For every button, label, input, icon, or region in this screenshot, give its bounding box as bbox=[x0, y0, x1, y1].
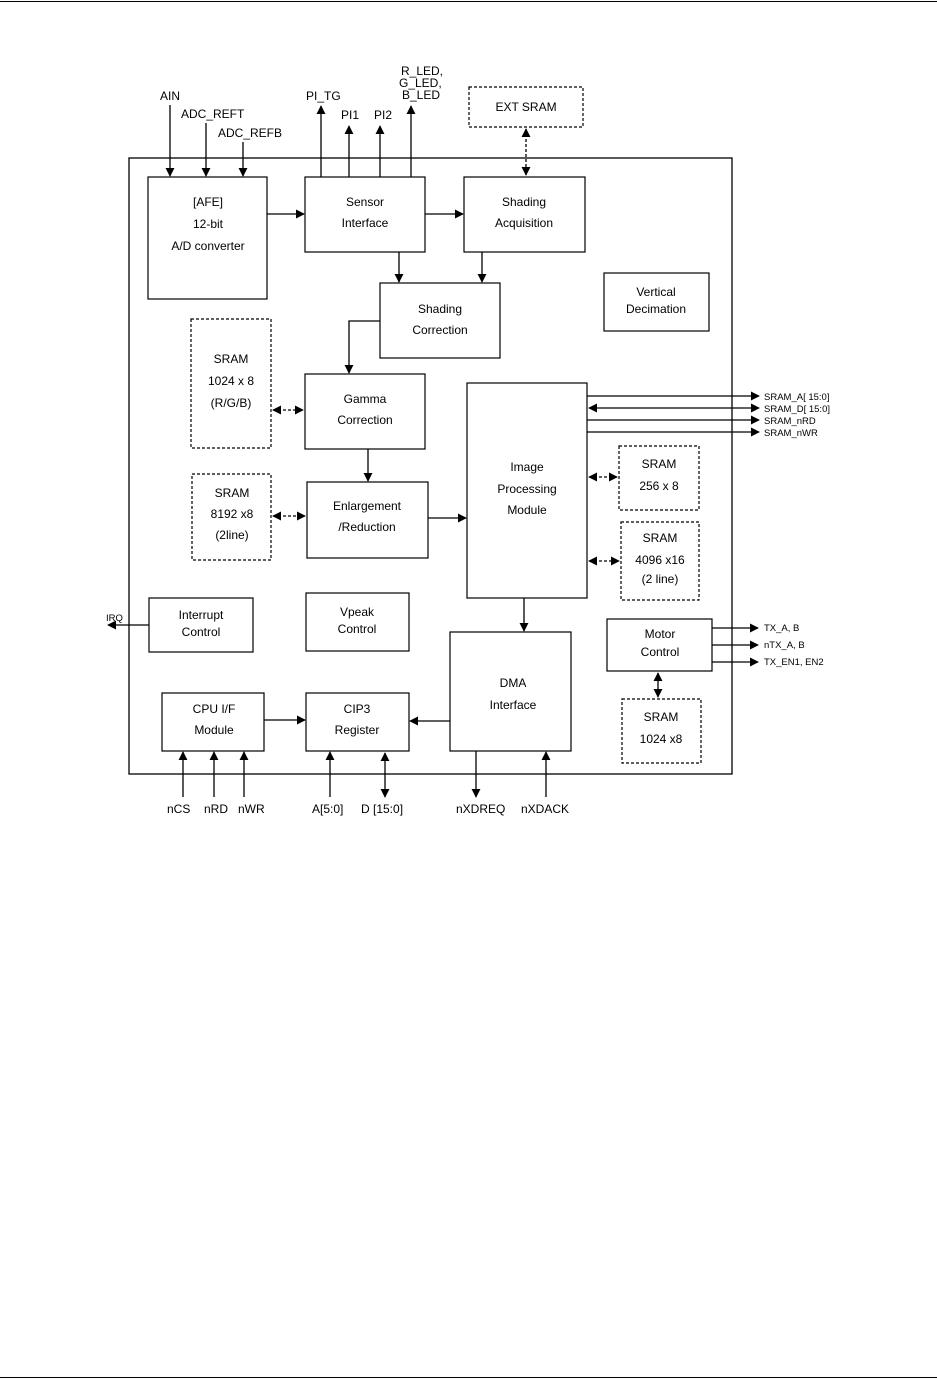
sram-256-block: SRAM 256 x 8 bbox=[618, 445, 700, 511]
shading-correction-block: Shading Correction bbox=[379, 282, 501, 359]
sensor-interface-block: Sensor Interface bbox=[304, 176, 426, 253]
vertical-decimation-block: Vertical Decimation bbox=[603, 272, 710, 332]
motor-control-label-1: Motor bbox=[645, 627, 676, 641]
signal-sram-nrd: SRAM_nRD bbox=[764, 416, 816, 427]
signal-nwr: nWR bbox=[238, 802, 265, 816]
enlargement-block: Enlargement /Reduction bbox=[306, 481, 429, 559]
cip3-register-label-1: CIP3 bbox=[344, 702, 371, 716]
afe-label-2: 12-bit bbox=[193, 217, 224, 231]
vpeak-control-label-1: Vpeak bbox=[340, 605, 375, 619]
sram-8192-label-1: SRAM bbox=[215, 486, 250, 500]
sram-motor-label-1: SRAM bbox=[644, 710, 679, 724]
signal-ntx-a-b: nTX_A, B bbox=[764, 640, 805, 651]
signal-pi2: PI2 bbox=[374, 108, 392, 122]
sensor-interface-label-1: Sensor bbox=[346, 195, 384, 209]
signal-a50: A[5:0] bbox=[312, 802, 343, 816]
motor-control-block: Motor Control bbox=[606, 618, 713, 672]
enlargement-label-2: /Reduction bbox=[338, 520, 395, 534]
shading-correction-label-1: Shading bbox=[418, 302, 462, 316]
signal-sram-a: SRAM_A[ 15:0] bbox=[764, 392, 829, 403]
afe-label-1: [AFE] bbox=[193, 195, 223, 209]
interrupt-control-label-2: Control bbox=[182, 625, 221, 639]
motor-control-label-2: Control bbox=[641, 645, 680, 659]
dma-interface-block: DMA Interface bbox=[449, 631, 572, 752]
shading-acquisition-label-2: Acquisition bbox=[495, 216, 553, 230]
signal-pi-tg: PI_TG bbox=[306, 89, 341, 103]
signal-led-1: R_LED, bbox=[401, 64, 443, 78]
signal-sram-nwr: SRAM_nWR bbox=[764, 428, 818, 439]
signal-adc-reft: ADC_REFT bbox=[181, 107, 245, 121]
signal-irq: IRQ bbox=[106, 613, 123, 624]
ext-sram-label: EXT SRAM bbox=[495, 100, 556, 114]
interrupt-control-block: Interrupt Control bbox=[148, 597, 254, 653]
signal-led-2: G_LED, bbox=[399, 76, 442, 90]
vpeak-control-block: Vpeak Control bbox=[305, 592, 410, 652]
signal-nxdack: nXDACK bbox=[521, 802, 569, 816]
image-processing-label-3: Module bbox=[507, 503, 547, 517]
cpu-if-block: CPU I/F Module bbox=[161, 692, 265, 752]
cpu-if-label-2: Module bbox=[194, 723, 234, 737]
sram-4096-label-3: (2 line) bbox=[642, 572, 679, 586]
cpu-if-label-1: CPU I/F bbox=[193, 702, 236, 716]
signal-ain: AIN bbox=[160, 89, 180, 103]
sram-motor-label-2: 1024 x8 bbox=[640, 732, 683, 746]
image-processing-label-1: Image bbox=[510, 460, 544, 474]
sram-gamma-block: SRAM 1024 x 8 (R/G/B) bbox=[190, 318, 272, 449]
sram-4096-block: SRAM 4096 x16 (2 line) bbox=[620, 521, 700, 601]
sram-gamma-label-1: SRAM bbox=[214, 352, 249, 366]
sram-8192-block: SRAM 8192 x8 (2line) bbox=[191, 473, 272, 561]
bottom-rule bbox=[0, 1377, 937, 1378]
sram-motor-block: SRAM 1024 x8 bbox=[621, 698, 702, 764]
interrupt-control-label-1: Interrupt bbox=[179, 608, 224, 622]
signal-nrd: nRD bbox=[204, 802, 228, 816]
signal-pi1: PI1 bbox=[341, 108, 359, 122]
gamma-correction-label-2: Correction bbox=[337, 413, 392, 427]
signal-led-3: B_LED bbox=[402, 88, 440, 102]
sram-8192-label-3: (2line) bbox=[215, 528, 248, 542]
sram-256-label-1: SRAM bbox=[642, 457, 677, 471]
vertical-decimation-label-1: Vertical bbox=[636, 285, 675, 299]
afe-block: [AFE] 12-bit A/D converter bbox=[147, 176, 268, 300]
shading-corr-to-gamma-arrow bbox=[344, 320, 380, 374]
sram-gamma-label-2: 1024 x 8 bbox=[208, 374, 254, 388]
sram-4096-label-2: 4096 x16 bbox=[635, 553, 685, 567]
vertical-decimation-label-2: Decimation bbox=[626, 302, 686, 316]
sram-4096-label-1: SRAM bbox=[643, 531, 678, 545]
shading-acquisition-block: Shading Acquisition bbox=[463, 176, 586, 253]
signal-d150: D [15:0] bbox=[361, 802, 403, 816]
top-rule bbox=[0, 1, 937, 2]
gamma-correction-label-1: Gamma bbox=[344, 392, 387, 406]
dma-interface-label-1: DMA bbox=[500, 676, 527, 690]
image-processing-block: Image Processing Module bbox=[466, 382, 588, 599]
signal-nxdreq: nXDREQ bbox=[456, 802, 505, 816]
sensor-interface-label-2: Interface bbox=[342, 216, 389, 230]
gamma-correction-block: Gamma Correction bbox=[304, 373, 426, 450]
shading-correction-label-2: Correction bbox=[412, 323, 467, 337]
sram-8192-label-2: 8192 x8 bbox=[211, 507, 254, 521]
signal-adc-refb: ADC_REFB bbox=[218, 126, 282, 140]
cip3-register-block: CIP3 Register bbox=[305, 692, 410, 752]
dma-interface-label-2: Interface bbox=[490, 698, 537, 712]
signal-tx-en: TX_EN1, EN2 bbox=[764, 657, 824, 668]
ext-sram-block: EXT SRAM bbox=[468, 86, 584, 128]
cip3-register-label-2: Register bbox=[335, 723, 380, 737]
sram-256-label-2: 256 x 8 bbox=[639, 479, 679, 493]
afe-label-3: A/D converter bbox=[171, 239, 244, 253]
enlargement-label-1: Enlargement bbox=[333, 499, 402, 513]
chip-outline bbox=[128, 157, 733, 775]
signal-ncs: nCS bbox=[167, 802, 190, 816]
signal-tx-a-b: TX_A, B bbox=[764, 623, 799, 634]
signal-sram-d: SRAM_D[ 15:0] bbox=[764, 404, 830, 415]
vpeak-control-label-2: Control bbox=[338, 622, 377, 636]
sram-gamma-label-3: (R/G/B) bbox=[211, 396, 252, 410]
shading-acquisition-label-1: Shading bbox=[502, 195, 546, 209]
image-processing-label-2: Processing bbox=[497, 482, 556, 496]
